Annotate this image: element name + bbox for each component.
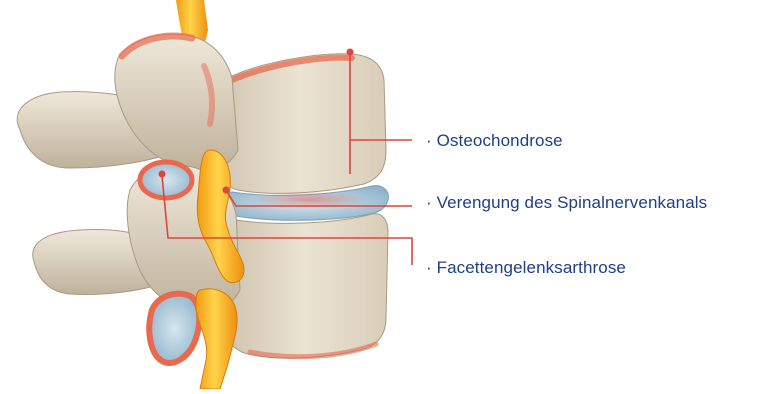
marker-osteochondrose [347,49,354,56]
facet-joint-upper [140,162,192,198]
label-osteochondrose: · Osteochondrose [426,131,563,151]
facet-joint-lower [149,294,199,363]
marker-facet-arthrosis [159,171,166,178]
label-facet-arthrosis: · Facettengelenksarthrose [426,258,626,278]
lower-vertebral-body [224,214,388,358]
label-spinal-stenosis: · Verengung des Spinalnervenkanals [426,193,707,213]
upper-vertebral-body [214,54,386,194]
marker-spinal-stenosis [223,187,230,194]
